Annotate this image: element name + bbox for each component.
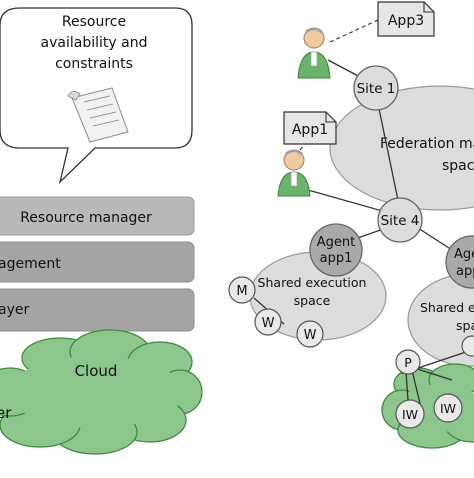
shared-space-1-line1: Shared execution <box>258 275 367 290</box>
m-node <box>228 276 256 304</box>
app1-label: App1 <box>292 122 328 138</box>
callout-text-line3: constraints <box>55 56 133 72</box>
site4-node <box>377 197 423 243</box>
federation-space <box>329 85 474 211</box>
user-icon <box>277 149 311 197</box>
federation-label-line2: spac <box>442 158 474 174</box>
m-label: M <box>236 284 247 299</box>
app3-document <box>377 1 435 37</box>
layer-management-label: agement <box>0 256 61 272</box>
site1-label: Site 1 <box>357 81 396 97</box>
cloud-partial-label: er <box>0 404 12 422</box>
layer-resource-manager-label: Resource manager <box>20 210 152 226</box>
layer-resource-manager <box>0 196 195 236</box>
agent-partial-line2: app <box>456 264 474 279</box>
w-node <box>296 320 324 348</box>
site1-node <box>353 65 399 111</box>
iw-label: IW <box>402 407 418 422</box>
p-label: P <box>404 355 412 370</box>
layer-layer <box>0 288 195 332</box>
shared-space-2-line2: spa <box>456 318 474 333</box>
w-label: W <box>262 316 275 331</box>
site4-label: Site 4 <box>381 213 420 229</box>
agent-app1-node <box>309 223 363 277</box>
cloud-label: Cloud <box>75 362 118 380</box>
iw-node <box>395 399 425 429</box>
w-node <box>254 308 282 336</box>
user-icon <box>297 27 331 79</box>
partial-node <box>461 335 474 357</box>
layer-management <box>0 241 195 283</box>
scroll-document-icon <box>67 87 129 143</box>
p-node <box>395 349 421 375</box>
callout-text-line2: availability and <box>41 35 148 51</box>
callout-text-line1: Resource <box>62 14 126 30</box>
layer-layer-label: ayer <box>0 302 29 318</box>
shared-space-2-line1: Shared e <box>420 300 474 315</box>
iw-label: IW <box>440 401 456 416</box>
w-label: W <box>304 328 317 343</box>
app3-label: App3 <box>388 13 424 29</box>
cloud-core <box>8 356 184 428</box>
agent-app1-line1: Agent <box>317 235 355 250</box>
iw-node <box>433 393 463 423</box>
agent-app1-line2: app1 <box>320 251 353 266</box>
shared-space-1-line2: space <box>294 293 331 308</box>
app1-document <box>283 111 337 145</box>
federation-label-line1: Federation ma <box>380 136 474 152</box>
agent-partial-line1: Age <box>454 247 474 262</box>
agent-partial-node <box>445 235 474 289</box>
